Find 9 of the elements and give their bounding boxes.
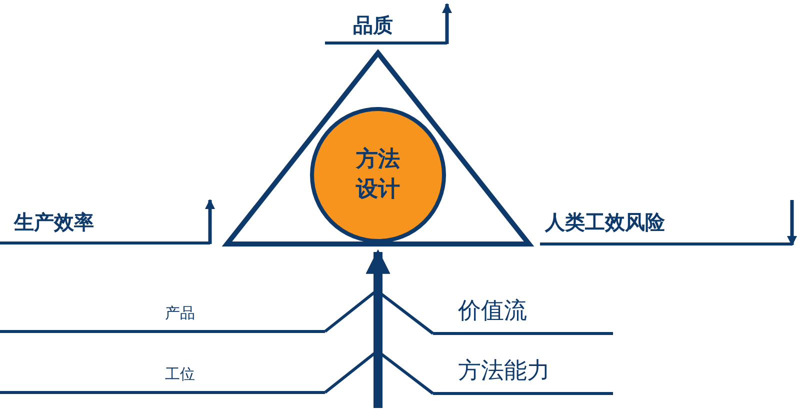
branch-label: 产品 [165,304,195,322]
branch-label: 方法能力 [458,358,550,384]
branch-label: 价值流 [458,298,527,324]
indicator-label: 生产效率 [14,209,94,236]
indicator-label: 人类工效风险 [545,209,665,236]
circle-label: 方法设计 [354,146,401,204]
branch-label: 工位 [165,365,195,383]
connector-line [366,250,434,395]
indicator-label: 品质 [353,12,393,39]
